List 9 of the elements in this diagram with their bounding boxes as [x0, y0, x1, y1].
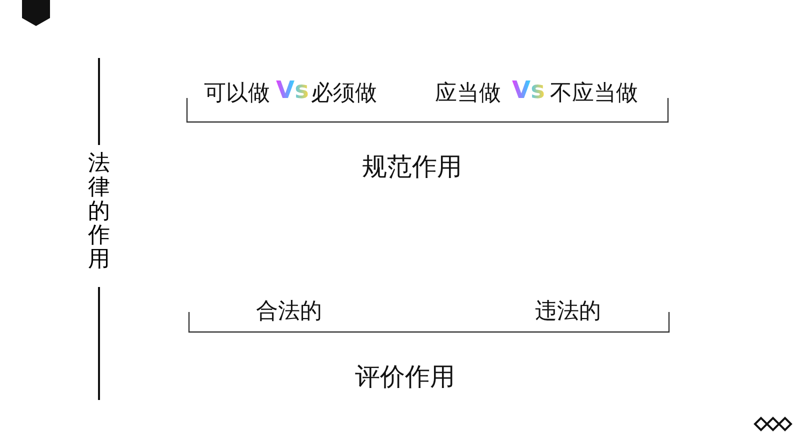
vertical-title: 法律的作用 [87, 152, 111, 272]
option-text: 可以做 [204, 80, 270, 108]
option-text: 应当做 [435, 80, 501, 108]
option-text: 合法的 [256, 298, 322, 326]
category-heading: 规范作用 [362, 151, 462, 183]
option-text: 不应当做 [550, 80, 638, 108]
option-text: 违法的 [535, 298, 601, 326]
category-heading: 评价作用 [355, 361, 455, 393]
option-text: 必须做 [311, 80, 377, 108]
